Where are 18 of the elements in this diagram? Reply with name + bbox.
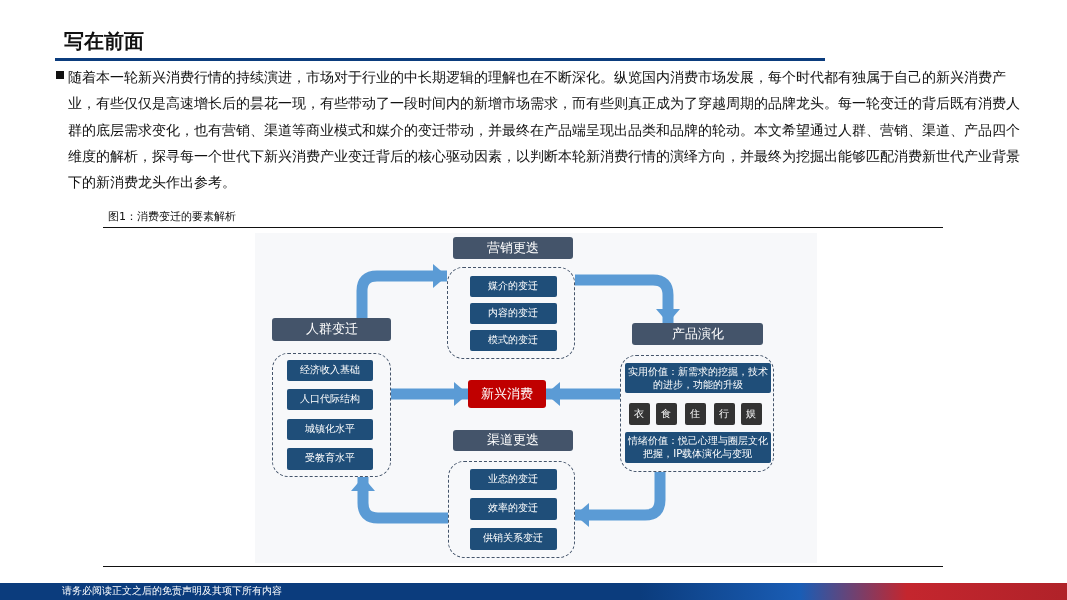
arrow	[391, 382, 468, 406]
dashed-group-frame	[272, 353, 391, 477]
dashed-group-frame	[620, 355, 774, 472]
value-box: 实用价值：新需求的挖掘，技术的进步，功能的升级	[624, 362, 771, 393]
dashed-group-frame	[448, 461, 575, 558]
arrow	[351, 477, 448, 524]
body-paragraph: 随着本一轮新兴消费行情的持续演进，市场对于行业的中长期逻辑的理解也在不断深化。纵览国内消费市场发展，每个时代都有独属于自己的新兴消费产业，有些仅仅是高速增长后的昙花一现，有些带动了一段时间内的新增市场需求，而有些则真正成为了穿越周期的品牌龙头。每一轮变迁的背后既有消费人群的底层需求变化，也有营销、渠道等商业模式和媒介的变迁带动，并最终在产品端呈现出品类和品牌的轮动。本文希望通过人群、营销、渠道、产品四个维度的解析，探寻每一个世代下新兴消费产业变迁背后的核心驱动因素，以判断本轮新消费行情的演绎方向，并最终为挖掘出能够匹配消费新世代产业背景下的新消费龙头作出参考。	[68, 68, 1021, 193]
section-header: 产品演化	[632, 323, 763, 345]
value-box: 情绪价值：悦己心理与圈层文化把握，IP载体演化与变现	[624, 431, 771, 463]
figure-caption: 图1：消费变迁的要素解析	[108, 209, 236, 224]
section-header: 渠道更迭	[453, 430, 573, 451]
core-box: 新兴消费	[468, 380, 546, 408]
section-header: 营销更迭	[453, 237, 573, 259]
dashed-group-frame	[447, 267, 575, 359]
section-header: 人群变迁	[272, 318, 391, 341]
arrow	[575, 274, 680, 323]
footer-text: 请务必阅读正文之后的免责声明及其项下所有内容	[62, 584, 282, 598]
page-title: 写在前面	[64, 28, 144, 55]
